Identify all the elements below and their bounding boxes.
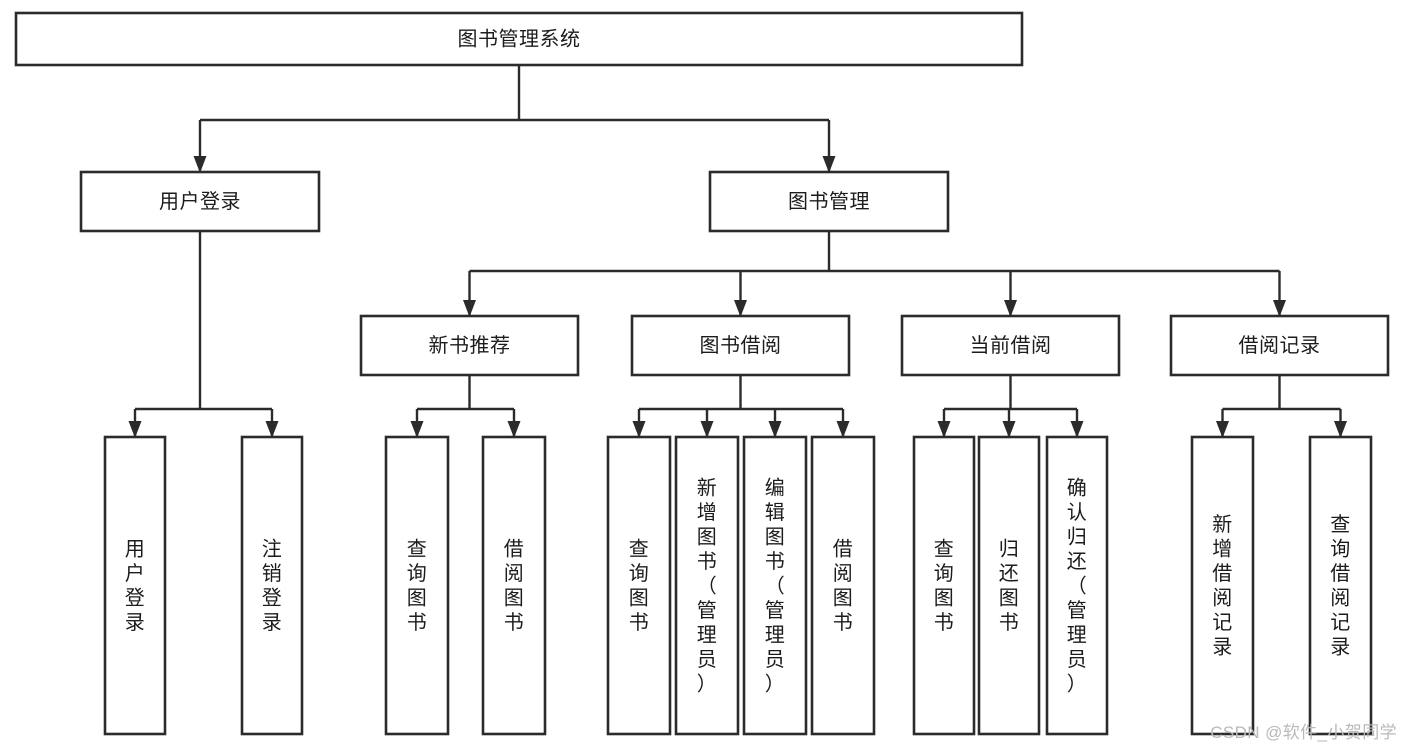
node-box-current-borrow — [900, 314, 1121, 377]
node-new-book-recommend[interactable]: 新书推荐 — [359, 314, 580, 377]
node-label-borrow-record: 借阅记录 — [1239, 334, 1321, 357]
connector-arrowhead — [632, 421, 646, 438]
node-label-book-borrow: 图书借阅 — [700, 334, 782, 357]
connectors-layer — [128, 65, 1347, 438]
node-leaf-confirm-return[interactable]: 确认归还（管理员） — [1045, 435, 1109, 736]
node-leaf-borrow-book-rec[interactable]: 借阅图书 — [481, 435, 547, 736]
node-box-leaf-add-borrow-record — [1190, 435, 1255, 736]
connector-arrowhead — [265, 421, 279, 438]
connector-arrowhead — [463, 300, 476, 317]
node-leaf-return-book[interactable]: 归还图书 — [977, 435, 1041, 736]
node-leaf-query-book-cur[interactable]: 查询图书 — [912, 435, 976, 736]
connector-arrowhead — [1004, 300, 1017, 317]
node-label-leaf-add-borrow-record: 新增借阅记录 — [1212, 513, 1233, 659]
node-label-leaf-query-borrow-record: 查询借阅记录 — [1330, 513, 1351, 659]
node-box-borrow-record — [1169, 314, 1390, 377]
node-label-book-manage: 图书管理 — [788, 190, 870, 213]
node-box-new-book-recommend — [359, 314, 580, 377]
connector-arrowhead — [734, 300, 747, 317]
nodes-layer: 图书管理系统用户登录图书管理新书推荐图书借阅当前借阅借阅记录用户登录注销登录查询… — [14, 11, 1390, 736]
connector-arrowhead — [1334, 421, 1347, 438]
connector-arrowhead — [822, 156, 836, 173]
node-label-leaf-query-book-borrow: 查询图书 — [629, 538, 650, 635]
node-leaf-user-login[interactable]: 用户登录 — [103, 435, 167, 736]
node-box-leaf-borrow-book-rec — [481, 435, 547, 736]
node-box-leaf-query-book-rec — [384, 435, 450, 736]
node-box-book-borrow — [630, 314, 851, 377]
node-box-leaf-query-borrow-record — [1308, 435, 1373, 736]
node-label-leaf-borrow-book: 借阅图书 — [833, 538, 854, 635]
connector-arrowhead — [128, 421, 142, 438]
node-leaf-query-book-rec[interactable]: 查询图书 — [384, 435, 450, 736]
connector-arrowhead — [1273, 300, 1286, 317]
node-leaf-borrow-book[interactable]: 借阅图书 — [810, 435, 876, 736]
node-user-login[interactable]: 用户登录 — [79, 170, 321, 233]
node-label-leaf-edit-book: 编辑图书（管理员） — [765, 476, 786, 695]
node-leaf-add-book[interactable]: 新增图书（管理员） — [674, 435, 740, 736]
node-box-user-login — [79, 170, 321, 233]
csdn-watermark: CSDN @软件_小贺同学 — [1210, 723, 1397, 742]
node-box-leaf-query-book-cur — [912, 435, 976, 736]
connector-arrowhead — [937, 421, 951, 438]
node-box-leaf-edit-book — [742, 435, 808, 736]
node-label-current-borrow: 当前借阅 — [970, 334, 1052, 357]
connector-arrowhead — [507, 421, 521, 438]
node-label-leaf-user-logout: 注销登录 — [262, 538, 283, 635]
node-box-root — [14, 11, 1024, 67]
node-root[interactable]: 图书管理系统 — [14, 11, 1024, 67]
node-box-book-manage — [708, 170, 950, 233]
connector-arrowhead — [768, 421, 782, 438]
connector-arrowhead — [1070, 421, 1084, 438]
connector-arrowhead — [836, 421, 850, 438]
connector-arrowhead — [193, 156, 207, 173]
node-leaf-edit-book[interactable]: 编辑图书（管理员） — [742, 435, 808, 736]
node-current-borrow[interactable]: 当前借阅 — [900, 314, 1121, 377]
node-book-borrow[interactable]: 图书借阅 — [630, 314, 851, 377]
node-borrow-record[interactable]: 借阅记录 — [1169, 314, 1390, 377]
node-leaf-user-logout[interactable]: 注销登录 — [240, 435, 304, 736]
node-label-leaf-return-book: 归还图书 — [999, 538, 1020, 635]
node-leaf-query-borrow-record[interactable]: 查询借阅记录 — [1308, 435, 1373, 736]
connector-arrowhead — [1002, 421, 1016, 438]
node-label-leaf-query-book-cur: 查询图书 — [934, 538, 955, 635]
node-box-leaf-query-book-borrow — [606, 435, 672, 736]
node-label-leaf-borrow-book-rec: 借阅图书 — [504, 538, 525, 635]
node-leaf-add-borrow-record[interactable]: 新增借阅记录 — [1190, 435, 1255, 736]
node-label-user-login: 用户登录 — [159, 190, 241, 213]
node-label-leaf-user-login: 用户登录 — [125, 539, 146, 635]
node-box-leaf-return-book — [977, 435, 1041, 736]
connector-arrowhead — [1216, 421, 1229, 438]
node-label-leaf-add-book: 新增图书（管理员） — [697, 476, 718, 695]
node-box-leaf-user-login — [103, 435, 167, 736]
node-box-leaf-add-book — [674, 435, 740, 736]
node-box-leaf-borrow-book — [810, 435, 876, 736]
node-label-leaf-query-book-rec: 查询图书 — [407, 538, 428, 635]
node-label-new-book-recommend: 新书推荐 — [429, 334, 511, 357]
connector-arrowhead — [410, 421, 424, 438]
node-box-leaf-user-logout — [240, 435, 304, 736]
node-box-leaf-confirm-return — [1045, 435, 1109, 736]
node-label-root: 图书管理系统 — [458, 27, 581, 50]
connector-arrowhead — [700, 421, 714, 438]
node-label-leaf-confirm-return: 确认归还（管理员） — [1067, 476, 1088, 695]
node-leaf-query-book-borrow[interactable]: 查询图书 — [606, 435, 672, 736]
node-book-manage[interactable]: 图书管理 — [708, 170, 950, 233]
